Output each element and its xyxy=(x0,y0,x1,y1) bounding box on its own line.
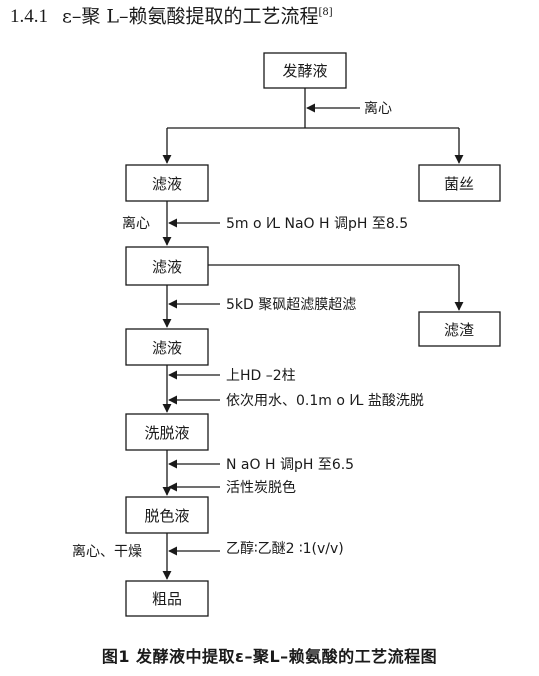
label-naoh-ph65: N aO H 调pH 至6.5 xyxy=(226,457,354,473)
label-centrifuge-dry: 离心、干燥 xyxy=(72,543,142,560)
node-mycelium: 菌丝 xyxy=(444,175,474,193)
node-box-eluate xyxy=(125,413,209,451)
node-crude: 粗品 xyxy=(152,590,182,608)
node-box-crude xyxy=(125,580,209,617)
figure-caption: 图1 发酵液中提取ε–聚L–赖氨酸的工艺流程图 xyxy=(101,647,438,666)
section-heading: 1.4.1 ε–聚 L–赖氨酸提取的工艺流程[8] xyxy=(10,0,333,30)
label-ultrafiltration: 5kD 聚砜超滤膜超滤 xyxy=(226,297,356,313)
label-solvent: 乙醇∶乙醚2 ∶1(v/v) xyxy=(226,540,344,557)
section-title: ε–聚 L–赖氨酸提取的工艺流程 xyxy=(62,5,319,28)
node-broth: 发酵液 xyxy=(282,62,327,80)
section-number: 1.4.1 xyxy=(10,6,48,28)
node-filtrate2: 滤液 xyxy=(152,258,182,276)
label-centrifuge-1: 离心 xyxy=(364,100,392,117)
label-charcoal: 活性炭脱色 xyxy=(226,479,296,496)
node-residue: 滤渣 xyxy=(444,321,474,339)
node-box-mycelium xyxy=(418,164,501,202)
node-eluate: 洗脱液 xyxy=(144,424,189,442)
label-column: 上HD –2柱 xyxy=(226,368,296,384)
node-box-filtrate3 xyxy=(125,328,209,366)
node-box-filtrate2 xyxy=(125,246,209,286)
node-filtrate3: 滤液 xyxy=(152,339,182,357)
label-naoh-ph85: 5m o l⁄L NaO H 调pH 至8.5 xyxy=(226,216,408,232)
node-decolor: 脱色液 xyxy=(144,507,189,525)
node-filtrate1: 滤液 xyxy=(152,175,182,193)
label-elution: 依次用水、0.1m o l⁄L 盐酸洗脱 xyxy=(226,393,424,409)
reference-mark: [8] xyxy=(318,7,333,18)
node-box-residue xyxy=(418,311,501,347)
label-centrifuge-2: 离心 xyxy=(122,215,150,232)
node-box-broth xyxy=(263,52,347,89)
node-box-filtrate1 xyxy=(125,164,209,202)
node-box-decolor xyxy=(125,496,209,534)
